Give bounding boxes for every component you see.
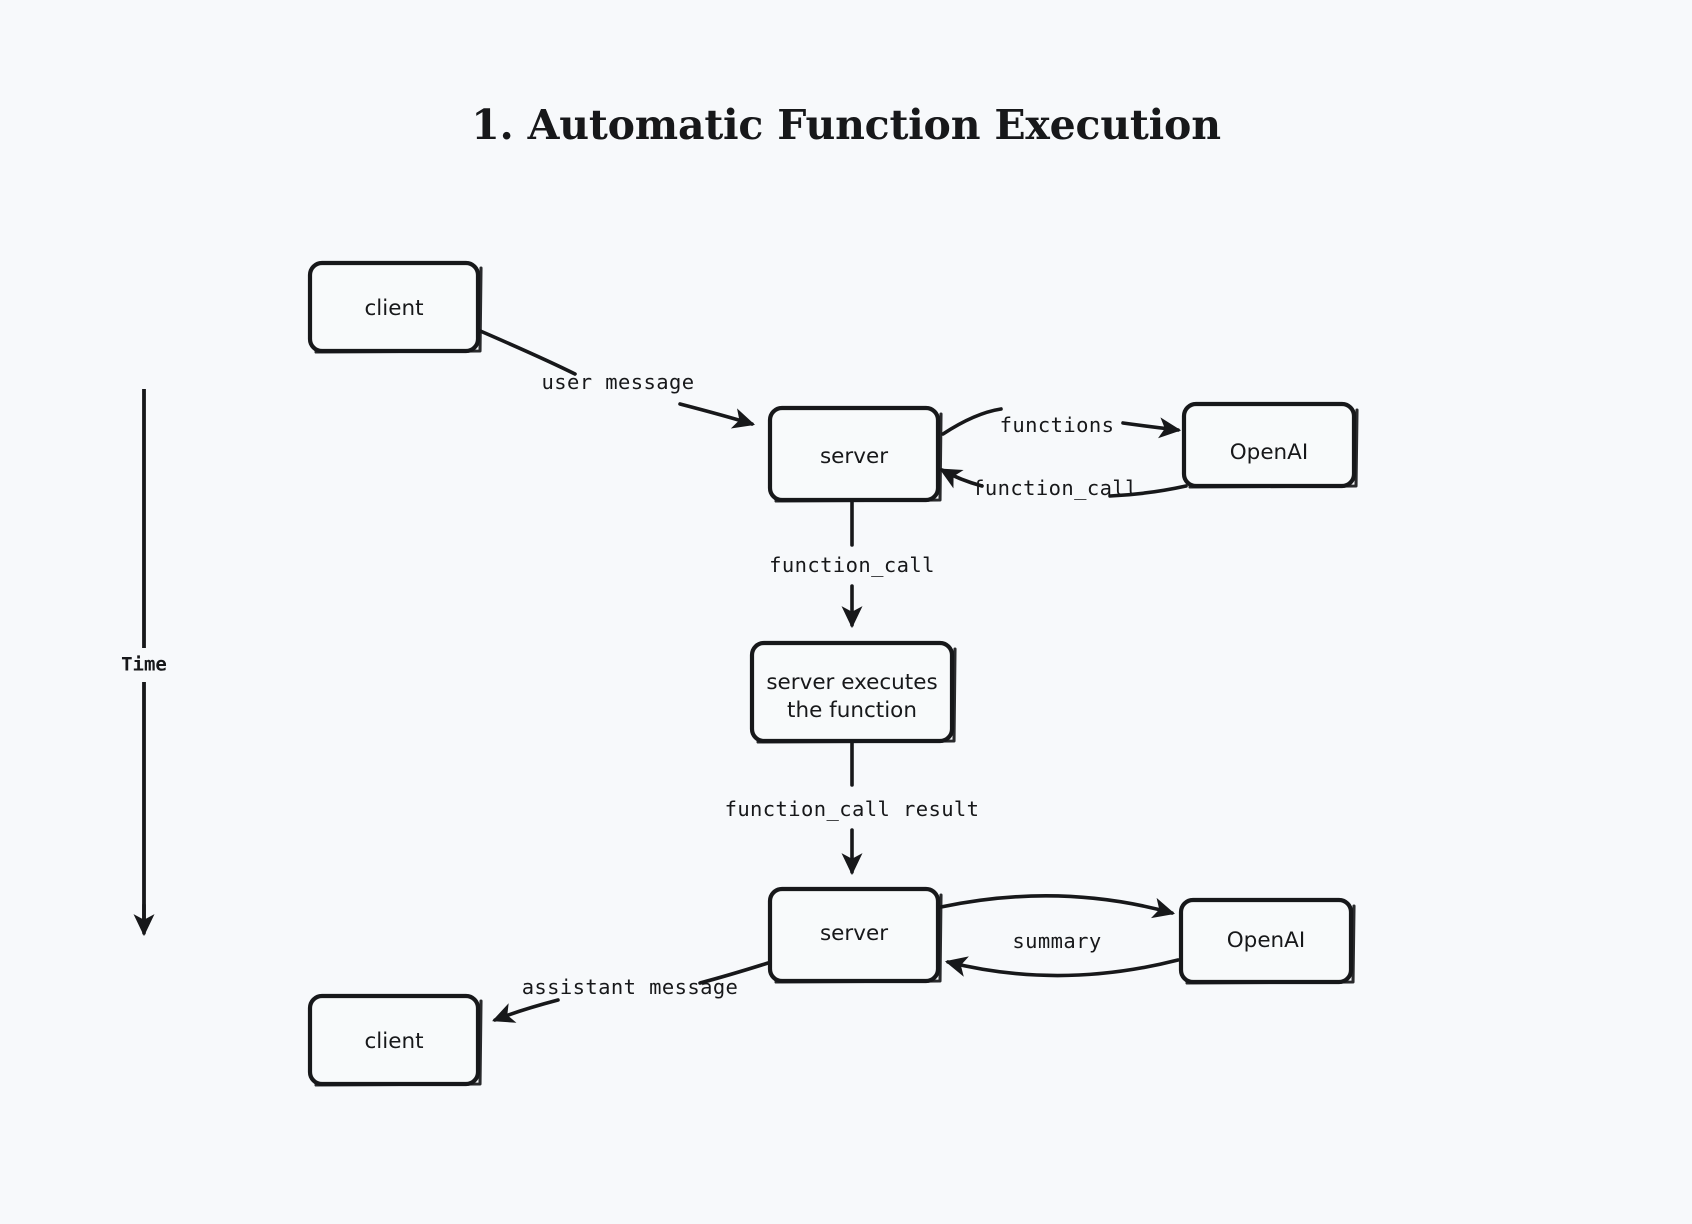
edge-function-call-down-label: function_call xyxy=(769,553,935,577)
node-client-bottom-label: client xyxy=(364,1029,423,1054)
edge-summary: summary xyxy=(944,929,1180,978)
edge-function-call-return-line-a xyxy=(1108,484,1188,498)
node-server-executes-sketch-edge xyxy=(756,647,957,744)
edge-functions-line-b xyxy=(1121,417,1182,439)
edge-functions-label: functions xyxy=(1000,413,1115,437)
node-client-bottom[interactable]: client xyxy=(307,993,483,1087)
time-axis: Time xyxy=(121,389,167,937)
edge-assistant-message: assistant message xyxy=(492,961,770,1023)
edge-function-call-result: function_call result xyxy=(725,740,980,876)
edge-assistant-message-line-a xyxy=(698,961,770,985)
node-client-top-label: client xyxy=(364,296,423,321)
edge-assistant-message-line-b xyxy=(492,998,560,1023)
node-server-executes-label-line1: server executes xyxy=(766,670,937,695)
edge-summary-line xyxy=(944,956,1180,978)
node-client-top-sketch-edge xyxy=(314,266,483,354)
node-server-top-sketch-edge xyxy=(774,412,943,503)
node-openai-bottom[interactable]: OpenAI xyxy=(1178,897,1356,985)
edge-assistant-message-label: assistant message xyxy=(522,975,739,999)
node-server-bottom-label: server xyxy=(820,921,888,946)
edge-user-message-line-b xyxy=(678,402,756,429)
node-openai-top[interactable]: OpenAI xyxy=(1181,401,1359,489)
node-openai-bottom-sketch-edge xyxy=(1185,904,1356,985)
edge-function-call-return-line-b xyxy=(939,468,984,489)
edge-function-call-down: function_call xyxy=(769,499,935,629)
edge-functions: functions xyxy=(941,407,1182,439)
edge-user-message-line-a xyxy=(476,328,577,376)
node-server-top[interactable]: server xyxy=(767,405,943,503)
node-server-executes[interactable]: server executes the function xyxy=(749,640,957,744)
page-title: 1. Automatic Function Execution xyxy=(471,101,1221,149)
node-openai-top-sketch-edge xyxy=(1188,408,1359,489)
node-server-top-label: server xyxy=(820,444,888,469)
edge-summary-label: summary xyxy=(1012,929,1101,953)
node-client-top[interactable]: client xyxy=(307,260,483,354)
node-server-bottom[interactable]: server xyxy=(767,886,943,984)
edge-user-message-label: user message xyxy=(542,370,695,394)
edge-server-to-openai-bottom-line xyxy=(939,894,1176,919)
node-server-bottom-sketch-edge xyxy=(774,893,943,984)
node-server-executes-label-line2: the function xyxy=(787,698,917,723)
time-axis-label: Time xyxy=(121,654,167,676)
edge-user-message: user message xyxy=(476,328,756,429)
node-openai-bottom-label: OpenAI xyxy=(1227,928,1305,953)
edge-server-to-openai-bottom xyxy=(939,894,1176,919)
edge-functions-line-a xyxy=(941,407,1003,436)
edge-function-call-return: function_call xyxy=(939,468,1188,500)
node-client-bottom-sketch-edge xyxy=(314,999,483,1087)
edge-function-call-return-label: function_call xyxy=(972,476,1138,500)
node-openai-top-label: OpenAI xyxy=(1230,440,1308,465)
edge-function-call-result-label: function_call result xyxy=(725,797,980,821)
